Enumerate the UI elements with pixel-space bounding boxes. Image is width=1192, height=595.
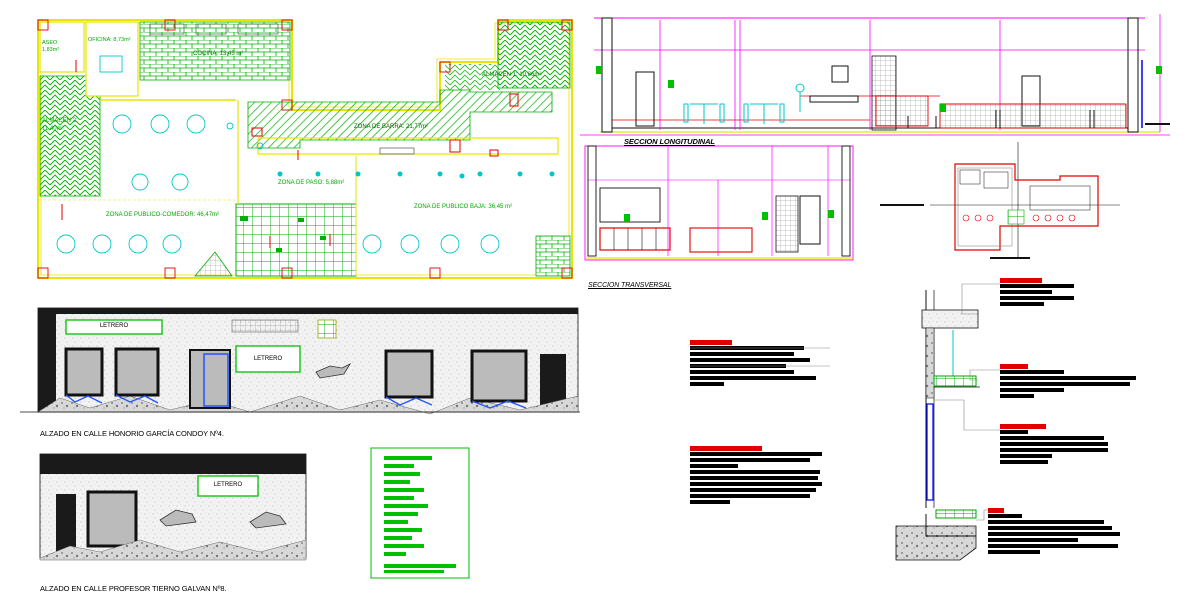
elevation-1 xyxy=(20,307,580,415)
label-zona-comedor: ZONA DE PUBLICO-COMEDOR: 46,47m² xyxy=(106,212,220,218)
caption-alzado-1: ALZADO EN CALLE HONORIO GARCÍA CONDOY Nº… xyxy=(40,429,224,438)
caption-seccion-longitudinal: SECCION LONGITUDINAL xyxy=(624,137,715,146)
site-plan xyxy=(880,142,1120,259)
label-zona-baja: ZONA DE PUBLICO BAJA: 36,45 m² xyxy=(414,204,513,210)
notes-block-2 xyxy=(690,446,822,504)
notes-block-1 xyxy=(690,340,830,386)
label-oficina: OFICINA: 8,73m² xyxy=(88,37,131,43)
floor-plan xyxy=(37,19,573,279)
notes-block-3 xyxy=(988,278,1136,554)
construction-detail xyxy=(895,283,1000,561)
label-zona-paso: ZONA DE PASO: 5,88m² xyxy=(278,180,345,186)
sign-letrero-2: LETRERO xyxy=(253,356,283,362)
caption-seccion-transversal: SECCION TRANSVERSAL xyxy=(588,282,672,289)
sign-letrero-3: LETRERO xyxy=(213,482,243,488)
label-aseo: ASEO 1,83m² xyxy=(42,40,60,53)
elevation-2 xyxy=(39,453,307,561)
label-almacen-2: ALMACEN 2: 11,40m² xyxy=(42,118,78,132)
label-zona-barra: ZONA DE BARRA: 21,77m² xyxy=(354,124,429,130)
label-almacen-1: ALMACEN 1: 10,86m² xyxy=(482,72,542,78)
longitudinal-section xyxy=(580,14,1170,136)
legend-box xyxy=(370,447,470,579)
caption-alzado-2: ALZADO EN CALLE PROFESOR TIERNO GALVAN N… xyxy=(40,584,227,593)
transversal-section xyxy=(584,145,854,261)
label-cocina: COCINA: 13,45 m² xyxy=(193,51,244,57)
sign-letrero-1: LETRERO xyxy=(99,323,129,329)
